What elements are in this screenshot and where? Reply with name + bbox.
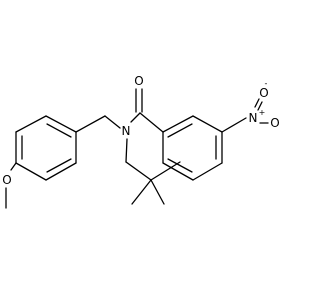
- methoxy-bond: [10, 162, 17, 171]
- aromatic-bond: [192, 115, 223, 133]
- aromatic-bond: [15, 115, 47, 133]
- nitro-bond: [221, 117, 247, 133]
- nitro-bond: [257, 101, 263, 111]
- aromatic-bond: [46, 158, 72, 173]
- carbonyl-oxygen-label: O: [134, 74, 143, 88]
- aromatic-bond: [45, 115, 77, 133]
- atom-labels: O N N + O - O O: [2, 74, 279, 187]
- nitro-oxygen-top-charge: -: [265, 79, 268, 88]
- aromatic-bond: [15, 162, 47, 181]
- benzyl-bond: [104, 115, 121, 129]
- aromatic-bond: [46, 123, 72, 138]
- ring-bond: [125, 138, 128, 163]
- ring-bond: [139, 112, 164, 133]
- benzyl-bond: [75, 115, 106, 133]
- ring-nitrogen-label: N: [122, 124, 131, 138]
- nitro-nitrogen-charge: +: [259, 108, 266, 117]
- ring-bond: [125, 161, 152, 181]
- methyl-bond: [150, 179, 165, 205]
- aromatic-bond: [45, 162, 77, 181]
- ring-bond: [130, 112, 141, 123]
- methoxy-oxygen-label: O: [2, 173, 11, 187]
- aromatic-bond: [192, 162, 223, 181]
- bond-lines: [5, 88, 269, 209]
- nitro-bond: [254, 98, 260, 108]
- aromatic-bond: [167, 123, 193, 138]
- nitro-oxygen-top-label: O: [259, 86, 268, 100]
- aromatic-bond: [162, 115, 194, 133]
- aromatic-bond: [162, 162, 194, 181]
- aromatic-bond: [167, 158, 193, 173]
- ring-bond: [150, 161, 181, 181]
- nitro-oxygen-side-label: O: [270, 116, 279, 130]
- structure-diagram: O N N + O - O O: [2, 74, 280, 209]
- methyl-bond: [131, 179, 152, 205]
- nitro-nitrogen-label: N: [249, 111, 258, 125]
